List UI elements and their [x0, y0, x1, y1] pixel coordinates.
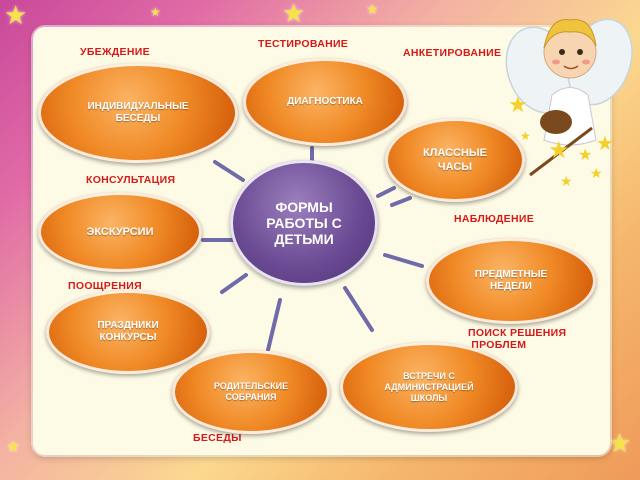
node-diagnostics: ДИАГНОСТИКА: [243, 58, 407, 146]
star-icon: ★: [282, 0, 306, 28]
connector-line: [383, 253, 424, 268]
star-icon: ★: [6, 439, 21, 456]
connector-line: [266, 298, 282, 352]
node-excursions: ЭКСКУРСИИ: [38, 192, 202, 272]
connector-line: [376, 186, 396, 198]
node-parent-meetings: РОДИТЕЛЬСКИЕ СОБРАНИЯ: [172, 350, 330, 434]
label-observation: НАБЛЮДЕНИЕ: [454, 213, 535, 225]
svg-text:★: ★: [508, 92, 528, 117]
svg-text:★: ★: [596, 133, 614, 155]
connector-line: [220, 273, 248, 294]
label-talks: БЕСЕДЫ: [193, 432, 242, 444]
svg-text:★: ★: [590, 165, 603, 181]
label-encouragement: ПООЩРЕНИЯ: [68, 280, 142, 292]
svg-text:★: ★: [520, 129, 531, 143]
fairy-illustration: ★ ★ ★ ★ ★ ★ ★: [505, 18, 633, 189]
node-individual-talks: ИНДИВИДУАЛЬНЫЕ БЕСЕДЫ: [38, 63, 238, 163]
node-subject-weeks: ПРЕДМЕТНЫЕ НЕДЕЛИ: [426, 238, 596, 324]
svg-text:★: ★: [560, 173, 573, 189]
label-persuasion: УБЕЖДЕНИЕ: [80, 46, 150, 58]
label-survey: АНКЕТИРОВАНИЕ: [403, 47, 502, 59]
connector-line: [343, 286, 374, 332]
star-icon: ★: [366, 1, 379, 17]
star-icon: ★: [150, 5, 161, 19]
node-class-hours: КЛАССНЫЕ ЧАСЫ: [385, 118, 525, 202]
connector-line: [213, 160, 245, 182]
connector-line: [390, 196, 412, 207]
center-node: ФОРМЫ РАБОТЫ С ДЕТЬМИ: [230, 160, 378, 286]
node-admin-meetings: ВСТРЕЧИ С АДМИНИСТРАЦИЕЙ ШКОЛЫ: [340, 342, 518, 432]
label-testing: ТЕСТИРОВАНИЕ: [258, 38, 349, 50]
svg-text:★: ★: [578, 147, 592, 164]
node-holidays-contests: ПРАЗДНИКИ КОНКУРСЫ: [46, 290, 210, 374]
star-icon: ★: [608, 428, 632, 458]
label-consultation: КОНСУЛЬТАЦИЯ: [86, 174, 176, 186]
star-icon: ★: [4, 0, 28, 30]
label-problem-solving: ПОИСК РЕШЕНИЯ ПРОБЛЕМ: [468, 327, 567, 351]
svg-text:★: ★: [548, 137, 570, 164]
